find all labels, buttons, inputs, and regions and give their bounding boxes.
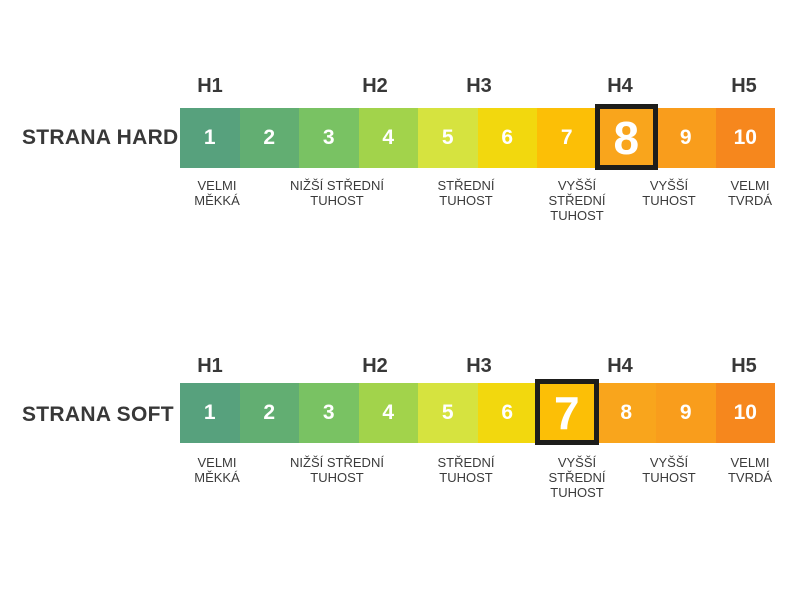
cell-number: 7 — [553, 387, 580, 439]
firmness-description: VELMI TVRDÁ — [727, 178, 773, 208]
h-level-label: H3 — [466, 355, 492, 377]
firmness-cell: 4 — [358, 108, 418, 168]
firmness-cell: 8 — [596, 383, 656, 443]
firmness-cell: 7 — [537, 108, 597, 168]
firmness-cell: 10 — [715, 383, 775, 443]
firmness-cell: 2 — [239, 108, 299, 168]
firmness-cell: 10 — [715, 108, 775, 168]
firmness-description: VYŠŠÍ TUHOST — [642, 455, 696, 485]
cell-number: 5 — [441, 401, 454, 424]
firmness-description: VELMI TVRDÁ — [727, 455, 773, 485]
firmness-cell: 5 — [418, 383, 478, 443]
cell-number: 1 — [203, 126, 216, 149]
h-level-label: H2 — [362, 355, 388, 377]
h-level-label: H1 — [197, 355, 223, 377]
firmness-cell-highlighted: 8 — [594, 104, 658, 170]
firmness-description: VYŠŠÍ STŘEDNÍ TUHOST — [548, 455, 606, 500]
cell-number: 7 — [560, 126, 573, 149]
firmness-description: VYŠŠÍ TUHOST — [642, 178, 696, 208]
h-level-labels: H1 H2 H3 H4 H5 — [180, 356, 775, 378]
cell-number: 9 — [679, 126, 692, 149]
firmness-cell: 2 — [239, 383, 299, 443]
firmness-description: STŘEDNÍ TUHOST — [437, 178, 495, 208]
cell-number: 8 — [620, 401, 633, 424]
firmness-cell-highlighted: 7 — [535, 379, 599, 445]
firmness-description: VELMI MĚKKÁ — [194, 455, 240, 485]
firmness-cell: 9 — [656, 108, 716, 168]
h-level-label: H5 — [731, 75, 757, 97]
row-title-soft: STRANA SOFT — [22, 403, 174, 426]
cell-number: 4 — [382, 401, 395, 424]
firmness-cell: 1 — [180, 383, 240, 443]
h-level-labels: H1 H2 H3 H4 H5 — [180, 76, 775, 98]
firmness-description: NIŽŠÍ STŘEDNÍ TUHOST — [290, 178, 384, 208]
firmness-bar-soft: 1 2 3 4 5 6 7 8 9 10 — [180, 379, 775, 445]
cell-number: 10 — [733, 126, 757, 149]
cell-number: 1 — [203, 401, 216, 424]
firmness-cell: 6 — [477, 108, 537, 168]
h-level-label: H4 — [607, 355, 633, 377]
h-level-label: H2 — [362, 75, 388, 97]
cell-number: 5 — [441, 126, 454, 149]
cell-number: 3 — [322, 401, 335, 424]
cell-number: 4 — [382, 126, 395, 149]
h-level-label: H5 — [731, 355, 757, 377]
firmness-cell: 4 — [358, 383, 418, 443]
firmness-cell: 3 — [299, 383, 359, 443]
cell-number: 6 — [501, 401, 514, 424]
firmness-description: VYŠŠÍ STŘEDNÍ TUHOST — [548, 178, 606, 223]
cell-number: 3 — [322, 126, 335, 149]
firmness-cell: 1 — [180, 108, 240, 168]
firmness-bar-hard: 1 2 3 4 5 6 7 8 9 10 — [180, 104, 775, 170]
firmness-cell: 5 — [418, 108, 478, 168]
cell-number: 10 — [733, 401, 757, 424]
firmness-cell: 6 — [477, 383, 537, 443]
firmness-description: VELMI MĚKKÁ — [194, 178, 240, 208]
cell-number: 8 — [613, 112, 640, 164]
h-level-label: H4 — [607, 75, 633, 97]
cell-number: 6 — [501, 126, 514, 149]
firmness-description: STŘEDNÍ TUHOST — [437, 455, 495, 485]
row-title-hard: STRANA HARD — [22, 126, 179, 149]
h-level-label: H1 — [197, 75, 223, 97]
h-level-label: H3 — [466, 75, 492, 97]
firmness-description: NIŽŠÍ STŘEDNÍ TUHOST — [290, 455, 384, 485]
firmness-cell: 9 — [656, 383, 716, 443]
cell-number: 9 — [679, 401, 692, 424]
cell-number: 2 — [263, 401, 276, 424]
firmness-cell: 3 — [299, 108, 359, 168]
cell-number: 2 — [263, 126, 276, 149]
